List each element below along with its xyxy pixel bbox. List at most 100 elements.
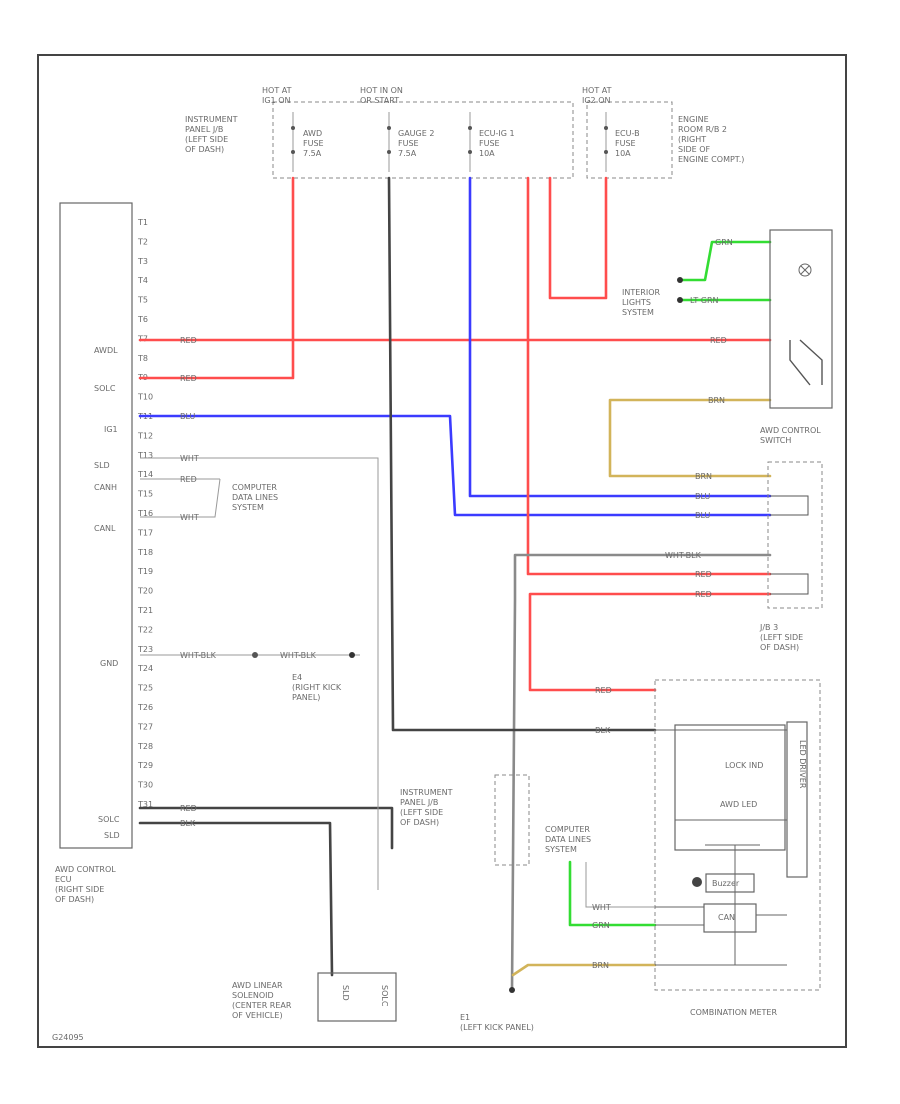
ecu-pin: T29 bbox=[137, 761, 153, 770]
ipjb-fuse-box bbox=[272, 101, 574, 179]
fuse-ecu-ig bbox=[468, 112, 472, 172]
figure-caption: G24095 bbox=[52, 1033, 84, 1042]
wire-can-meter bbox=[585, 862, 655, 908]
ecu-label-gnd: GND bbox=[100, 659, 118, 668]
wire-label-blu-2: BLU bbox=[695, 492, 711, 501]
e1-label: E1(LEFT KICK PANEL) bbox=[460, 1013, 534, 1032]
ecu-pin: T15 bbox=[137, 490, 153, 499]
wire-label-wht-2: WHT bbox=[180, 513, 199, 522]
wire-label-wht-blk-2: WHT-BLK bbox=[280, 651, 317, 660]
can-label: CAN bbox=[718, 913, 735, 922]
ground-e1 bbox=[509, 987, 515, 993]
connector-dot-interior-1 bbox=[677, 277, 683, 283]
ecu-label-ig1: IG1 bbox=[104, 425, 118, 434]
ecu-label-solc2: SOLC bbox=[98, 815, 120, 824]
ecu-pin: T30 bbox=[137, 781, 153, 790]
wire-label-blu-3: BLU bbox=[695, 511, 711, 520]
can-box bbox=[703, 903, 757, 933]
wire-blue-ecu-ig bbox=[468, 176, 772, 498]
wire-label-red-1: RED bbox=[180, 336, 197, 345]
wire-label-lt-grn: LT GRN bbox=[690, 296, 719, 305]
connector-dot-interior-2 bbox=[677, 297, 683, 303]
fuse-gauge bbox=[387, 112, 391, 172]
led-driver-box bbox=[786, 721, 808, 878]
combination-meter-label: COMBINATION METER bbox=[690, 1008, 777, 1017]
awd-led-label: AWD LED bbox=[720, 800, 757, 809]
led-driver-label: LED DRIVER bbox=[798, 740, 807, 789]
ecu-pin: T6 bbox=[137, 315, 148, 324]
wire-red-meter-ig bbox=[528, 592, 772, 692]
ecu-label-solc: SOLC bbox=[94, 384, 116, 393]
wire-label-blk-1: BLK bbox=[180, 819, 196, 828]
ecu-pin: T28 bbox=[137, 742, 153, 751]
wire-label-wht-3: WHT bbox=[592, 903, 611, 912]
ecu-pin: T16 bbox=[137, 509, 153, 518]
wire-black-sld bbox=[138, 806, 394, 850]
solenoid-pin-solc: SOLC bbox=[380, 985, 389, 1007]
splice-gnd bbox=[252, 652, 258, 658]
meter-internal-bus bbox=[655, 729, 787, 966]
lock-ind-label: LOCK IND bbox=[725, 761, 763, 770]
wire-wht-blk-switch bbox=[510, 553, 772, 992]
ecu-pin: T21 bbox=[137, 606, 153, 615]
ecu-pin: T27 bbox=[137, 722, 153, 731]
wire-red-meter-feed bbox=[526, 176, 772, 576]
ecu-pin: T13 bbox=[137, 451, 153, 460]
wire-tan-ground bbox=[511, 963, 657, 977]
ecu-pin: T22 bbox=[137, 625, 153, 634]
ecu-label-sld2: SLD bbox=[104, 831, 120, 840]
ecu-pin: T26 bbox=[137, 703, 153, 712]
ecu-pin: T4 bbox=[137, 276, 148, 285]
fuse-ecu-b bbox=[604, 112, 608, 172]
engine-room-fuse-box bbox=[586, 101, 673, 179]
ecu-pin: T18 bbox=[137, 548, 153, 557]
wire-label-red-4: RED bbox=[180, 804, 197, 813]
wire-black-gauge bbox=[387, 176, 657, 732]
wire-black-solenoid bbox=[138, 821, 334, 977]
ecu-label-canl: CANL bbox=[94, 524, 116, 533]
buzzer-box bbox=[705, 873, 755, 893]
ecu-pin: T1 bbox=[137, 218, 148, 227]
wire-label-wht-1: WHT bbox=[180, 454, 199, 463]
wire-label-wht-blk-1: WHT-BLK bbox=[180, 651, 217, 660]
wire-can-h bbox=[140, 457, 379, 890]
wire-label-brn-2: BRN bbox=[695, 472, 712, 481]
ecu-pin: T19 bbox=[137, 567, 153, 576]
ecu-label-canh: CANH bbox=[94, 483, 117, 492]
wire-label-red-7: RED bbox=[695, 590, 712, 599]
wire-label-grn-2: GRN bbox=[592, 921, 610, 930]
buzzer-label: Buzzer bbox=[712, 879, 740, 888]
ecu-pin: T31 bbox=[137, 800, 153, 809]
ecu-pin: T8 bbox=[137, 354, 148, 363]
awd-switch-box bbox=[769, 229, 833, 409]
wire-label-red-8: RED bbox=[595, 686, 612, 695]
diagram-frame bbox=[37, 54, 847, 1048]
ecu-label-awdl: AWDL bbox=[94, 346, 118, 355]
wire-red-ecu-fuse bbox=[138, 176, 295, 380]
ipjb-lower-box bbox=[494, 774, 530, 866]
wire-label-red-2: RED bbox=[180, 374, 197, 383]
wire-label-brn-1: BRN bbox=[708, 396, 725, 405]
combination-meter-box bbox=[654, 679, 821, 991]
ecu-pin: T14 bbox=[137, 470, 153, 479]
ecu-pin: T17 bbox=[137, 528, 153, 537]
wire-blue-ig1 bbox=[138, 414, 772, 517]
ground-e4 bbox=[349, 652, 355, 658]
ecu-label-sld: SLD bbox=[94, 461, 110, 470]
